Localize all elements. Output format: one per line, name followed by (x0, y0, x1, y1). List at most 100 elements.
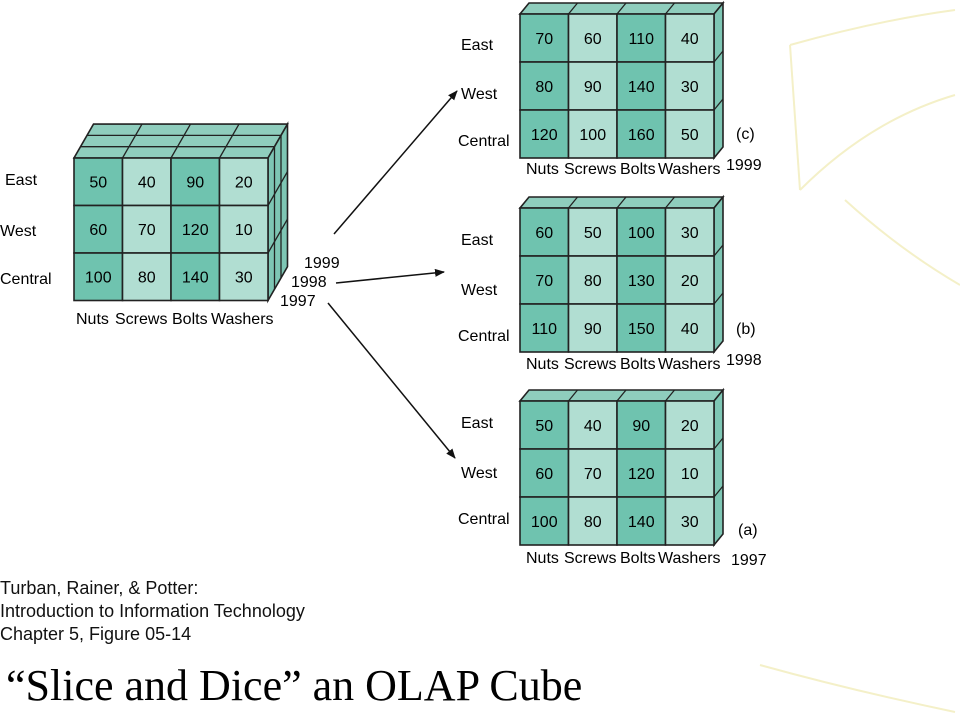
main-cell (218, 252, 269, 302)
slice-b-product-screws: Screws (564, 356, 617, 373)
slice-b-region-east: East (461, 232, 494, 249)
slice-a-cell (519, 448, 570, 498)
slice-a-region-west: West (461, 465, 498, 482)
caption-figure-ref: Chapter 5, Figure 05-14 (0, 624, 192, 644)
slice-c-cell-value: 70 (535, 31, 553, 48)
slice-a-cell (616, 448, 667, 498)
slice-a-product-bolts: Bolts (620, 550, 656, 567)
deco-line (799, 94, 956, 191)
deco-line (789, 44, 801, 191)
slice-c-cell-value: 100 (579, 127, 606, 144)
caption-book-title: Introduction to Information Technology (0, 601, 305, 621)
slice-c-side-gridline (713, 50, 724, 63)
slice-c-year: 1999 (726, 157, 762, 174)
slice-a-cell-value: 140 (628, 514, 655, 531)
slice-a-top-gridline (664, 389, 676, 402)
main-top-gridline (218, 123, 240, 159)
slice-a-cell (664, 448, 715, 498)
arrow-to-slice-b (335, 268, 445, 284)
slice-b-side-gridline (713, 244, 724, 257)
main-region-label-central: Central (0, 271, 52, 288)
slice-b-cell-value: 150 (628, 321, 655, 338)
main-cell-value: 50 (89, 175, 107, 192)
deco-line (759, 664, 956, 713)
main-side-gridline (267, 218, 289, 254)
slice-b-cell-value: 80 (584, 273, 602, 290)
slice-a-cell-value: 90 (632, 418, 650, 435)
slice-c-top-gridline (567, 2, 579, 15)
caption-authors: Turban, Rainer, & Potter: (0, 578, 199, 598)
slice-a-year: 1997 (731, 552, 767, 569)
slice-a-tag: (a) (738, 522, 758, 539)
slice-a-cell-value: 70 (584, 466, 602, 483)
main-product-label-bolts: Bolts (172, 311, 208, 328)
slice-b-cell-value: 100 (628, 225, 655, 242)
main-cell-value: 20 (235, 175, 253, 192)
slice-c-cell-value: 50 (681, 127, 699, 144)
main-product-label-screws: Screws (115, 311, 168, 328)
slice-c-region-west: West (461, 86, 498, 103)
main-side-gridline (267, 171, 289, 206)
slice-c-cell-value: 60 (584, 31, 602, 48)
arrow-to-slice-c (333, 90, 458, 235)
slice-c-cell (664, 109, 715, 159)
main-cell (218, 157, 269, 207)
slice-b-cell (519, 303, 570, 353)
slice-c-top-gridline (664, 2, 676, 15)
slice-a-cell (567, 496, 618, 546)
slice-c-cell-value: 120 (531, 127, 558, 144)
main-cell-value: 140 (182, 270, 209, 287)
main-product-label-nuts: Nuts (76, 311, 109, 328)
slice-a-product-nuts: Nuts (526, 550, 559, 567)
slice-b-cell (664, 303, 715, 353)
slice-a-product-washers: Washers (658, 550, 721, 567)
main-top-gridline (121, 123, 143, 159)
slice-b-cell (567, 303, 618, 353)
slice-a-cell-value: 10 (681, 466, 699, 483)
slice-c-region-east: East (461, 37, 494, 54)
deco-line (789, 9, 956, 46)
slice-c-cell (519, 13, 570, 63)
arrows (327, 90, 458, 459)
main-product-label-washers: Washers (211, 311, 274, 328)
slice-c-product-washers: Washers (658, 161, 721, 178)
slice-c-tag: (c) (736, 126, 755, 143)
slice-a-cell (664, 496, 715, 546)
slice-a-cell (567, 400, 618, 450)
main-cell (218, 204, 269, 254)
slice-b-top-gridline (664, 196, 676, 209)
slice-b-cell-value: 90 (584, 321, 602, 338)
slice-c-top-gridline (616, 2, 627, 15)
slice-b-cell-value: 70 (535, 273, 553, 290)
main-cell (73, 252, 124, 302)
slice-b-cell-value: 60 (535, 225, 553, 242)
main-year-label-1998: 1998 (291, 274, 327, 291)
slice-c-side-gridline (713, 98, 724, 111)
main-year-label-1997: 1997 (280, 293, 316, 310)
slice-b-cell (664, 207, 715, 257)
slice-b-cell-value: 30 (681, 225, 699, 242)
main-cell (170, 252, 221, 302)
main-cell-value: 120 (182, 222, 209, 239)
slice-a-cell-value: 100 (531, 514, 558, 531)
slice-a-top-gridline (567, 389, 579, 402)
slice-c-product-screws: Screws (564, 161, 617, 178)
slice-a-cell (519, 496, 570, 546)
main-cell-value: 100 (85, 270, 112, 287)
slice-c-cell (664, 13, 715, 63)
main-cell-value: 30 (235, 270, 253, 287)
slice-b-cell-value: 50 (584, 225, 602, 242)
slice-c-cell-value: 110 (628, 31, 654, 48)
slice-c-cell-value: 30 (681, 79, 699, 96)
slice-c-product-bolts: Bolts (620, 161, 656, 178)
slice-c-product-nuts: Nuts (526, 161, 559, 178)
slice-b-cell (519, 255, 570, 305)
slice-a-side-face (713, 387, 724, 548)
main-region-label-west: West (0, 223, 37, 240)
slice-b-product-bolts: Bolts (620, 356, 656, 373)
slice-a-top-gridline (616, 389, 627, 402)
